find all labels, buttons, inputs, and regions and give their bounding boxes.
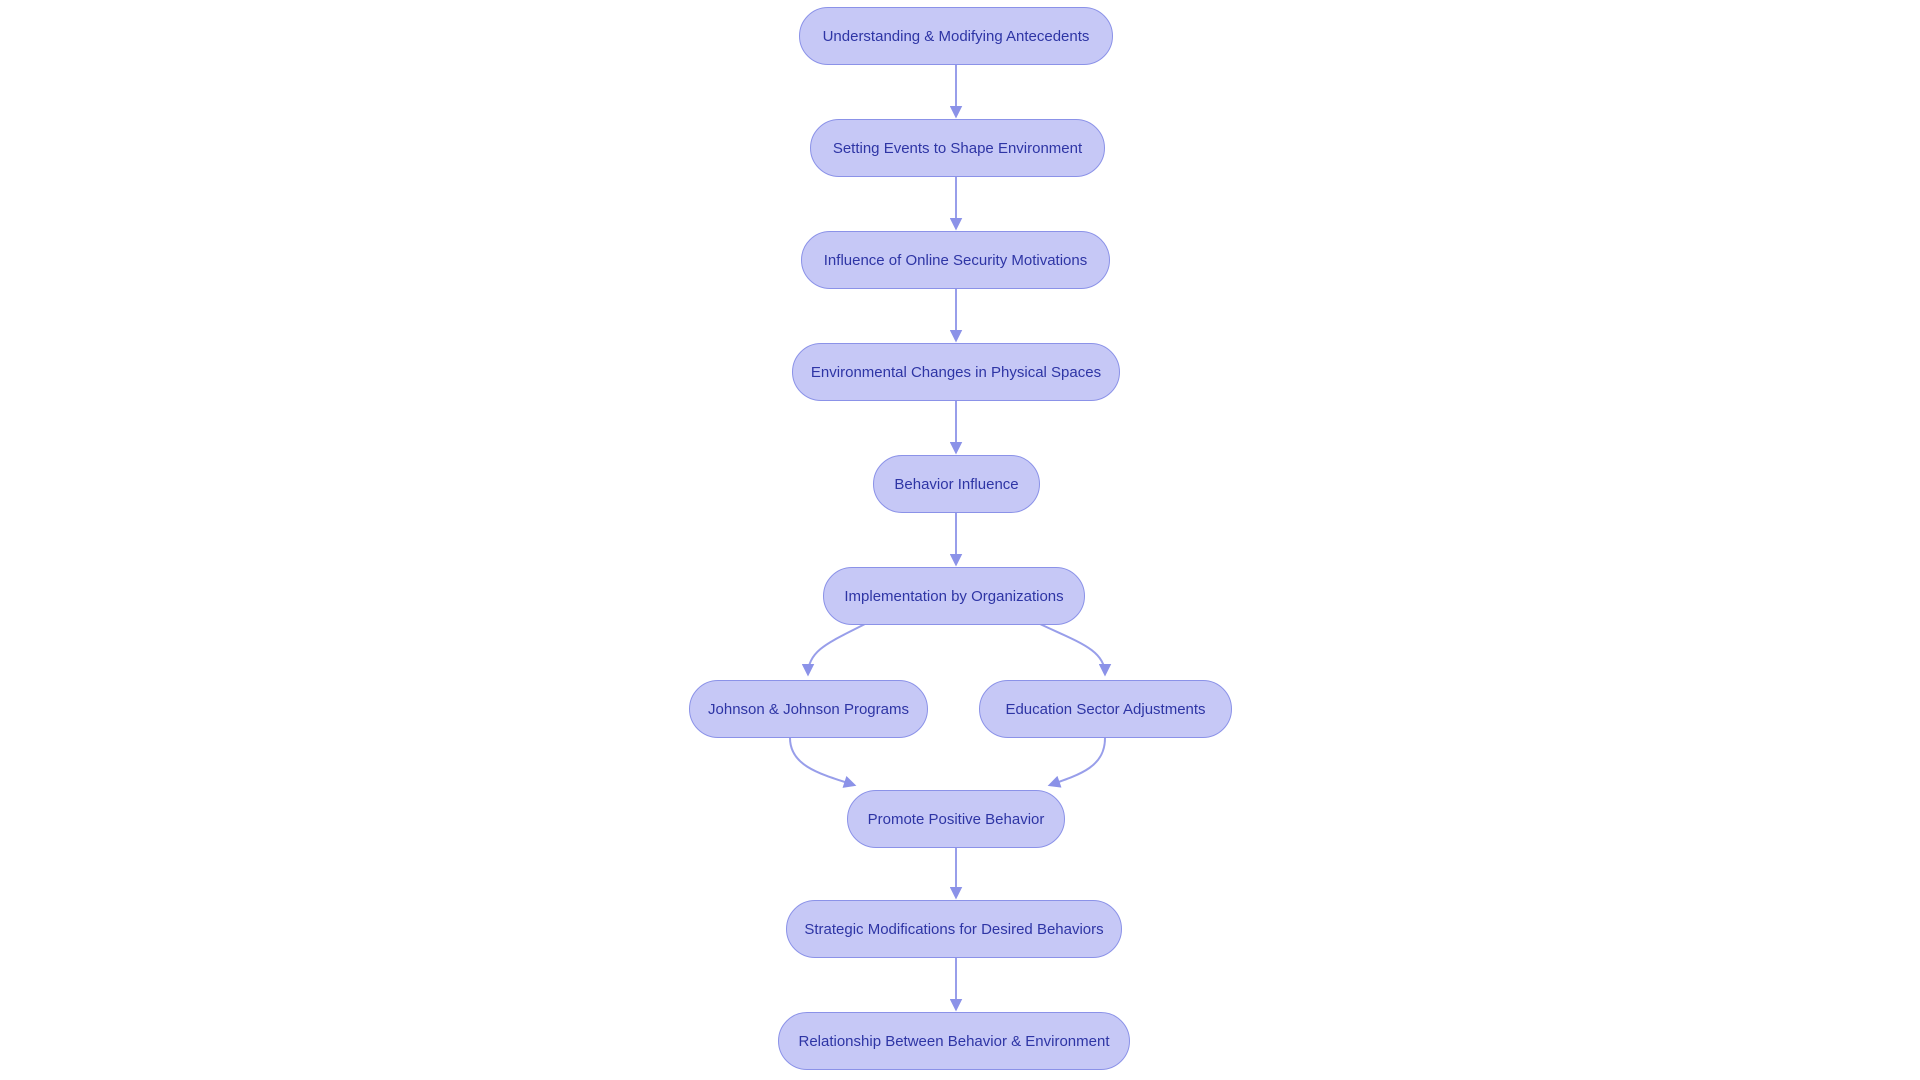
node-behavior-influence: Behavior Influence [873,455,1040,513]
node-online-security-motivations: Influence of Online Security Motivations [801,231,1110,289]
node-strategic-modifications: Strategic Modifications for Desired Beha… [786,900,1122,958]
node-johnson-johnson-programs: Johnson & Johnson Programs [689,680,928,738]
node-relationship-behavior-environment: Relationship Between Behavior & Environm… [778,1012,1130,1070]
node-setting-events: Setting Events to Shape Environment [810,119,1105,177]
edge-n8-n9 [1047,737,1106,788]
node-education-sector-adjustments: Education Sector Adjustments [979,680,1232,738]
edge-n6-n8 [1039,623,1112,677]
node-understanding-modifying-antecedents: Understanding & Modifying Antecedents [799,7,1113,65]
node-implementation-by-organizations: Implementation by Organizations [823,567,1085,625]
node-promote-positive-behavior: Promote Positive Behavior [847,790,1065,848]
edge-n7-n9 [789,737,857,788]
edge-n6-n7 [801,623,866,677]
node-environmental-changes: Environmental Changes in Physical Spaces [792,343,1120,401]
